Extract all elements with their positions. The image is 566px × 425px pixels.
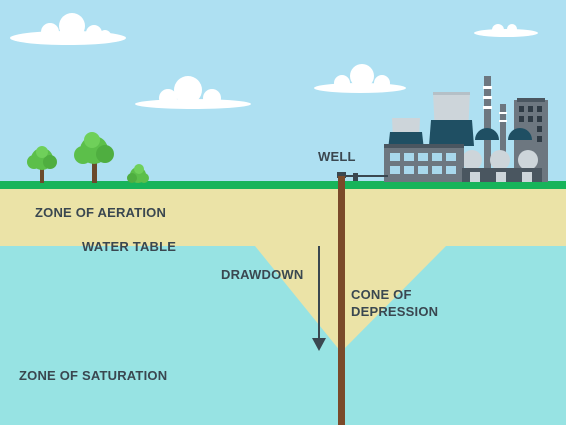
- well-label: WELL: [318, 149, 356, 164]
- well-pipe: [338, 176, 345, 425]
- drawdown-label: DRAWDOWN: [221, 267, 304, 282]
- zone-of-saturation-label: ZONE OF SATURATION: [19, 368, 168, 383]
- tree: [127, 164, 149, 183]
- zone-of-aeration: [0, 188, 566, 248]
- cloud: [474, 24, 538, 37]
- zone-of-aeration-label: ZONE OF AERATION: [35, 205, 167, 220]
- cloud: [10, 13, 126, 45]
- water-table-label: WATER TABLE: [82, 239, 177, 254]
- factory: [384, 76, 548, 182]
- cone-of-depression: [255, 246, 446, 352]
- tree: [27, 146, 57, 183]
- cone-label-line-2: DEPRESSION: [351, 304, 439, 319]
- drawdown-arrow: [312, 246, 326, 351]
- cone-of-depression-label: CONE OF DEPRESSION: [351, 286, 438, 320]
- cloud: [135, 76, 251, 109]
- tree: [74, 132, 114, 183]
- grass: [0, 181, 566, 189]
- cloud: [314, 64, 406, 93]
- cone-label-line-1: CONE OF: [351, 287, 412, 302]
- well-head: [337, 172, 388, 181]
